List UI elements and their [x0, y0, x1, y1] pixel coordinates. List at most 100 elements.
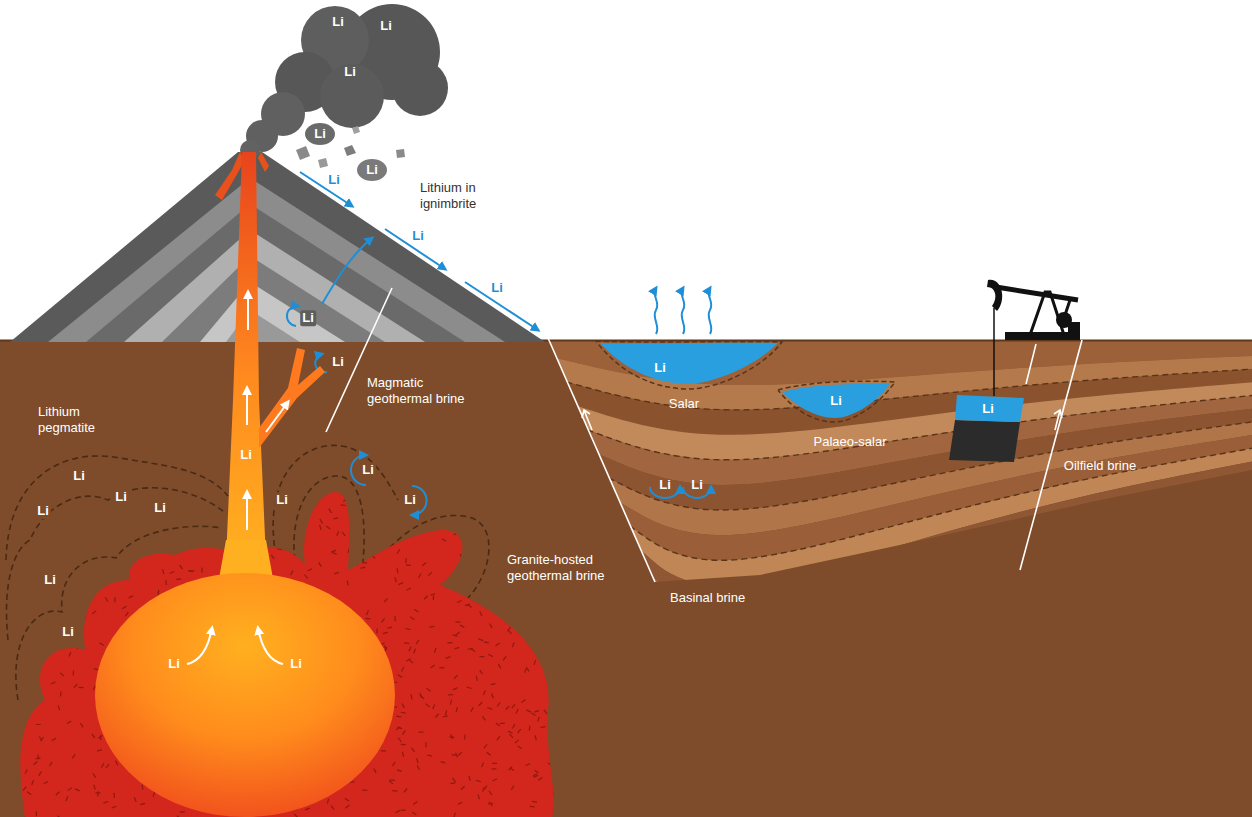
element-symbol: Li — [491, 280, 503, 296]
granite-texture — [476, 522, 481, 524]
deposit-label: Granite-hosted geothermal brine — [505, 552, 627, 583]
granite-texture — [406, 658, 410, 661]
granite-texture — [108, 497, 111, 501]
granite-texture — [284, 473, 288, 476]
granite-texture — [438, 492, 441, 496]
granite-texture — [535, 495, 539, 498]
granite-texture — [147, 550, 149, 555]
granite-texture — [553, 790, 554, 795]
granite-texture — [382, 618, 385, 622]
granite-texture — [410, 617, 414, 620]
salar-rim — [596, 341, 782, 389]
granite-texture — [482, 762, 484, 767]
volcano — [200, 282, 345, 342]
fault-lines — [326, 288, 392, 432]
granite-texture — [135, 543, 136, 548]
granite-texture — [60, 673, 64, 677]
granite-texture — [503, 656, 506, 660]
granite-texture — [142, 785, 144, 790]
granite-texture — [37, 566, 39, 570]
granite-texture — [406, 629, 411, 630]
granite-texture — [448, 694, 453, 695]
granite-texture — [294, 814, 298, 817]
volcano — [162, 256, 385, 342]
granite-texture — [362, 789, 367, 791]
granite-texture — [557, 483, 562, 485]
granite-texture — [544, 710, 547, 714]
granite-texture — [536, 504, 540, 507]
granite-texture — [16, 607, 17, 612]
granite-texture — [496, 723, 500, 726]
granite-texture — [454, 813, 456, 817]
granite-texture — [61, 486, 63, 490]
granite-texture — [546, 630, 549, 634]
granite-texture — [16, 810, 20, 812]
granite-texture — [57, 611, 61, 613]
granite-texture — [81, 540, 83, 545]
granite-texture — [250, 486, 251, 491]
granite-texture — [461, 516, 463, 521]
granite-texture — [462, 556, 467, 557]
volcano — [10, 152, 545, 342]
granite-texture — [319, 562, 322, 566]
granite-texture — [79, 687, 84, 688]
magma-rise-arrows — [246, 388, 248, 425]
granite-texture — [64, 477, 65, 482]
granite-texture — [95, 792, 100, 793]
granite-texture — [360, 567, 365, 569]
granite-texture — [402, 703, 404, 707]
granite-texture — [112, 806, 117, 808]
granite-texture — [97, 750, 102, 751]
granite-texture — [401, 712, 406, 714]
granite-texture — [487, 707, 492, 709]
granite-texture — [320, 519, 323, 523]
granite-texture — [459, 487, 464, 489]
granite-texture — [518, 746, 522, 749]
pump-jack — [993, 308, 995, 396]
granite-texture — [551, 751, 555, 754]
granite-texture — [484, 744, 487, 748]
granite-texture — [29, 661, 34, 662]
granite-texture — [85, 540, 88, 544]
element-symbol: Li — [380, 18, 392, 34]
granite-texture — [406, 588, 410, 590]
palaeo-salar: LiPalaeo-salar — [775, 378, 905, 454]
ejected-rocks — [352, 126, 360, 134]
granite-texture — [491, 516, 493, 521]
granite-texture — [401, 744, 406, 745]
granite-texture — [337, 531, 339, 536]
granite-texture — [398, 675, 402, 678]
granite-texture — [415, 524, 419, 527]
granite-texture — [482, 492, 487, 494]
granite-texture — [530, 806, 535, 808]
granite-texture — [483, 787, 484, 792]
ejected-rocks — [296, 123, 405, 181]
granite-texture — [429, 626, 434, 628]
granite-texture — [157, 590, 159, 595]
element-symbol: Li — [659, 477, 671, 493]
element-symbol: Li — [300, 310, 316, 326]
granite-texture — [214, 519, 218, 521]
element-symbol: Li — [328, 172, 340, 188]
granite-texture — [106, 764, 109, 768]
granite-texture — [30, 551, 34, 555]
granite-texture — [530, 637, 534, 640]
granite-texture — [534, 770, 538, 773]
granite-texture — [451, 509, 453, 513]
granite-texture — [339, 474, 344, 476]
granite-texture — [506, 706, 510, 709]
granite-texture — [332, 552, 337, 554]
granite-texture — [409, 647, 411, 652]
granite-texture — [435, 648, 436, 653]
granite-texture — [473, 593, 478, 595]
granite-texture — [69, 652, 71, 657]
granite-texture — [558, 540, 563, 542]
pump-jack — [987, 280, 1002, 311]
granite-texture — [405, 558, 407, 563]
granite-texture — [407, 524, 412, 526]
granite-texture — [390, 779, 395, 781]
granite-texture — [492, 779, 497, 781]
granite-texture — [39, 772, 42, 776]
granite-texture — [493, 519, 494, 524]
granite-texture — [398, 738, 401, 742]
